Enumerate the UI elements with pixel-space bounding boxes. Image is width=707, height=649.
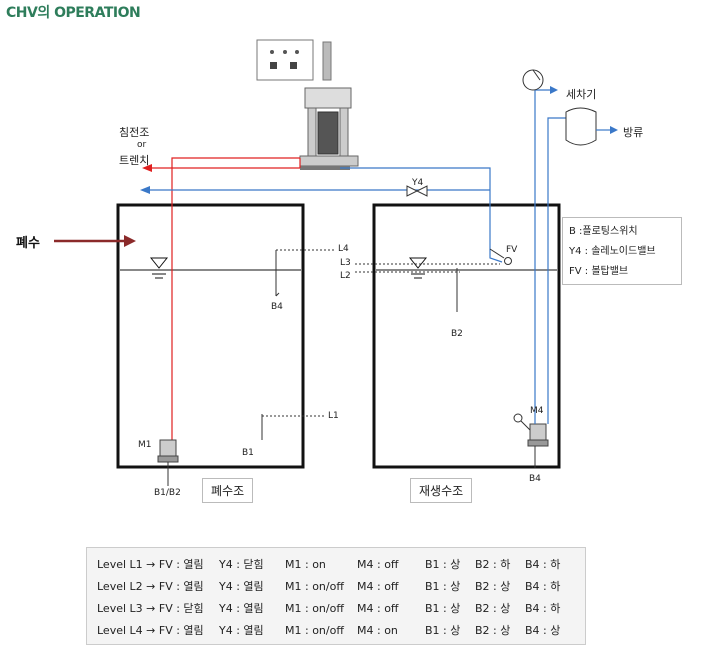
- table-cell: B1 : 상: [425, 624, 461, 637]
- table-cell: Level L1 → FV : 열림: [97, 558, 204, 571]
- table-cell: Y4 : 열림: [219, 580, 264, 593]
- l2-label: L2: [340, 271, 351, 281]
- reclaim-tank-name: 재생수조: [410, 478, 473, 503]
- b4-left-label: B4: [271, 302, 283, 312]
- table-cell: B1 : 상: [425, 558, 461, 571]
- table-cell: B2 : 하: [475, 558, 511, 571]
- table-row: Level L2 → FV : 열림 Y4 : 열림 M1 : on/off M…: [97, 576, 585, 598]
- table-cell: M1 : on: [285, 558, 326, 571]
- b4-right-label: B4: [529, 474, 541, 484]
- fv-label: FV: [506, 245, 518, 255]
- table-cell: M1 : on/off: [285, 580, 344, 593]
- table-row: Level L1 → FV : 열림 Y4 : 닫힘 M1 : on M4 : …: [97, 554, 585, 576]
- table-cell: B1 : 상: [425, 580, 461, 593]
- discharge-tank-icon: [565, 107, 618, 146]
- table-cell: M4 : off: [357, 558, 399, 571]
- l4-label: L4: [338, 244, 349, 254]
- table-cell: B4 : 상: [525, 624, 561, 637]
- discharge-label: 방류: [623, 126, 644, 139]
- waste-tank-outline: [116, 203, 305, 469]
- table-cell: M4 : off: [357, 580, 399, 593]
- table-cell: M4 : on: [357, 624, 398, 637]
- table-cell: M4 : off: [357, 602, 399, 615]
- reclaim-tank-outline: [372, 203, 561, 469]
- table-cell: Level L4 → FV : 열림: [97, 624, 204, 637]
- table-row: Level L3 → FV : 닫힘 Y4 : 열림 M1 : on/off M…: [97, 598, 585, 620]
- table-cell: Y4 : 닫힘: [219, 558, 264, 571]
- car-wash-machine: [299, 87, 359, 170]
- m1-label: M1: [138, 440, 152, 450]
- table-cell: B1 : 상: [425, 602, 461, 615]
- water-level-icon: [149, 257, 169, 279]
- pump-m1-icon: [157, 439, 179, 463]
- table-cell: M1 : on/off: [285, 602, 344, 615]
- table-cell: B2 : 상: [475, 624, 511, 637]
- table-cell: Level L2 → FV : 열림: [97, 580, 204, 593]
- y4-label: Y4: [412, 178, 424, 188]
- control-panel: [256, 39, 332, 81]
- b1b2-label: B1/B2: [154, 488, 181, 498]
- b1-label: B1: [242, 448, 254, 458]
- table-row: Level L4 → FV : 열림 Y4 : 열림 M1 : on/off M…: [97, 620, 585, 642]
- table-cell: B4 : 하: [525, 580, 561, 593]
- operation-table: Level L1 → FV : 열림 Y4 : 닫힘 M1 : on M4 : …: [86, 547, 586, 645]
- legend: B :플로팅스위치 Y4 : 솔레노이드밸브 FV : 볼탑밸브: [562, 217, 682, 285]
- legend-item: Y4 : 솔레노이드밸브: [569, 246, 656, 257]
- l1-label: L1: [328, 411, 339, 421]
- page-title: CHV의 OPERATION: [6, 5, 141, 21]
- table-cell: M1 : on/off: [285, 624, 344, 637]
- washer-icon: [522, 69, 544, 91]
- pump-m4-icon: [513, 413, 549, 447]
- washer-label: 세차기: [566, 88, 597, 101]
- wastewater-inlet-label: 폐수: [16, 236, 40, 251]
- legend-item: FV : 볼탑밸브: [569, 266, 629, 277]
- table-cell: B2 : 상: [475, 580, 511, 593]
- float-switch-icon: [275, 250, 280, 297]
- water-level-icon: [408, 257, 428, 279]
- supply-line: [340, 167, 503, 263]
- trench-label: 트렌치: [119, 154, 150, 167]
- return-line: [171, 157, 300, 440]
- table-cell: Y4 : 열림: [219, 624, 264, 637]
- waste-tank-name: 폐수조: [202, 478, 254, 503]
- legend-item: B :플로팅스위치: [569, 226, 638, 237]
- solenoid-valve-icon: [406, 185, 428, 197]
- ball-valve-icon: [489, 248, 512, 265]
- table-cell: Y4 : 열림: [219, 602, 264, 615]
- m4-label: M4: [530, 406, 544, 416]
- settling-tank-label: 침전조: [119, 126, 150, 139]
- washer-line: [534, 89, 552, 424]
- table-cell: Level L3 → FV : 닫힘: [97, 602, 204, 615]
- b2-label: B2: [451, 329, 463, 339]
- l3-label: L3: [340, 258, 351, 268]
- discharge-line: [547, 117, 566, 424]
- table-cell: B4 : 하: [525, 602, 561, 615]
- table-cell: B2 : 상: [475, 602, 511, 615]
- table-cell: B4 : 하: [525, 558, 561, 571]
- or-label: or: [137, 140, 147, 150]
